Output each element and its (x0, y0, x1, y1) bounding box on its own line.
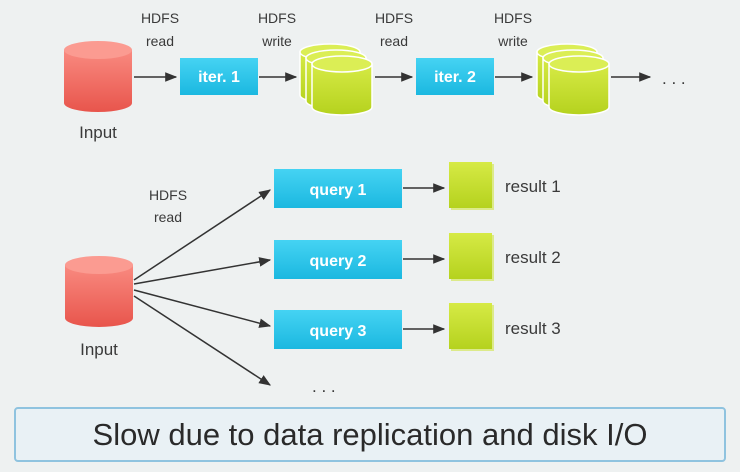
bottom-input-label: Input (80, 340, 118, 359)
summary-banner: Slow due to data replication and disk I/… (14, 407, 726, 462)
query-3-box: query 3 (274, 310, 402, 349)
summary-banner-text: Slow due to data replication and disk I/… (92, 416, 648, 452)
top-input-cylinder (64, 41, 132, 112)
bottom-read-label: HDFS read (149, 187, 187, 225)
top-ellipsis: . . . (662, 69, 686, 88)
svg-text:iter. 2: iter. 2 (434, 69, 476, 86)
svg-text:write: write (261, 33, 292, 49)
storage-stack-1 (299, 43, 373, 116)
result-2-block (449, 233, 494, 281)
fan-arrow-query-3 (133, 289, 272, 328)
top-input-label: Input (79, 123, 117, 142)
storage-stack-2 (536, 43, 610, 116)
svg-text:iter. 1: iter. 1 (198, 69, 240, 86)
query-2-box: query 2 (274, 240, 402, 279)
svg-text:write: write (497, 33, 528, 49)
iter-2-box: iter. 2 (416, 58, 494, 95)
top-label-2: HDFS write (258, 10, 296, 49)
svg-text:HDFS: HDFS (141, 10, 179, 26)
svg-text:read: read (380, 33, 408, 49)
svg-text:query 2: query 2 (310, 253, 367, 270)
bottom-ellipsis: . . . (312, 377, 336, 396)
result-1-block (449, 162, 494, 210)
svg-text:HDFS: HDFS (375, 10, 413, 26)
svg-text:read: read (154, 209, 182, 225)
iter-1-box: iter. 1 (180, 58, 258, 95)
result-1-label: result 1 (505, 177, 561, 196)
svg-text:query 3: query 3 (310, 323, 367, 340)
svg-text:HDFS: HDFS (258, 10, 296, 26)
bottom-input-cylinder (65, 256, 133, 327)
fan-arrow-more (133, 295, 272, 386)
top-label-1: HDFS read (141, 10, 179, 49)
result-3-label: result 3 (505, 319, 561, 338)
fan-arrow-query-2 (133, 257, 272, 285)
svg-text:HDFS: HDFS (494, 10, 532, 26)
svg-text:query 1: query 1 (310, 182, 367, 199)
top-label-4: HDFS write (494, 10, 532, 49)
fan-arrow-query-1 (133, 189, 272, 281)
result-2-label: result 2 (505, 248, 561, 267)
svg-text:read: read (146, 33, 174, 49)
top-label-3: HDFS read (375, 10, 413, 49)
svg-text:HDFS: HDFS (149, 187, 187, 203)
result-3-block (449, 303, 494, 351)
query-1-box: query 1 (274, 169, 402, 208)
